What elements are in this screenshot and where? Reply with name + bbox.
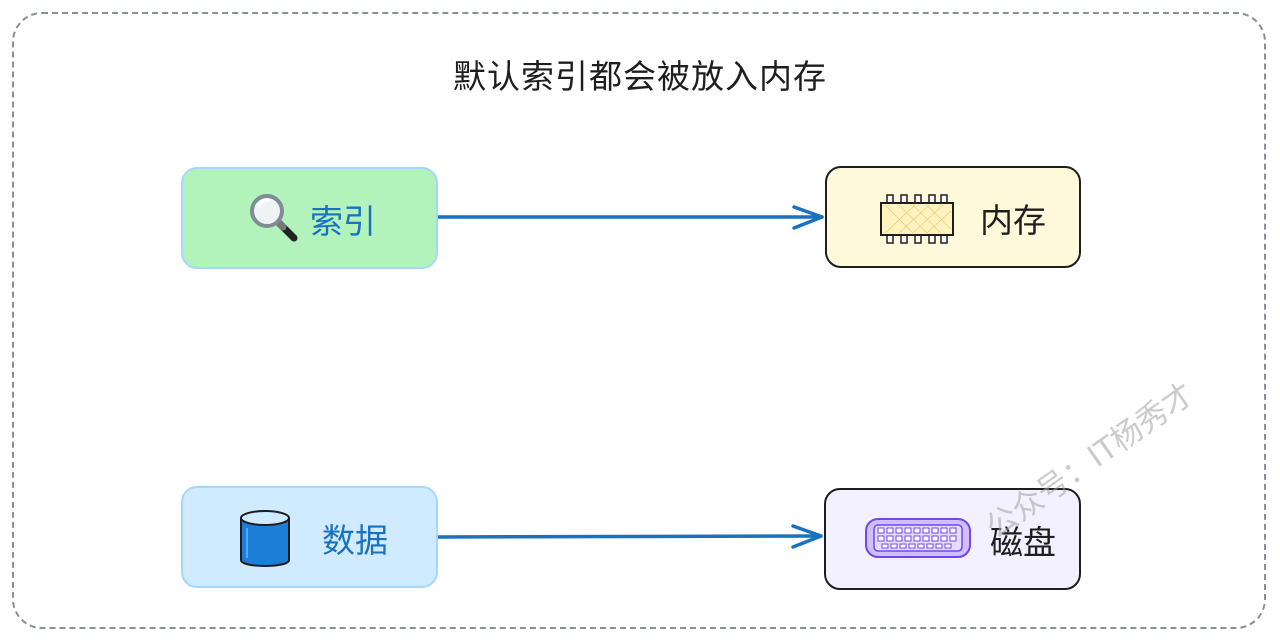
- node-index: 索引: [181, 167, 438, 269]
- dashed-frame: [12, 12, 1266, 629]
- arrow-data-to-disk: [436, 524, 823, 549]
- node-memory: 内存: [825, 166, 1081, 268]
- disk-drive-icon: [865, 518, 971, 558]
- arrow-index-to-memory: [436, 205, 824, 230]
- node-disk-label: 磁盘: [990, 523, 1056, 562]
- node-memory-label: 内存: [980, 201, 1046, 240]
- magnifier-icon: [250, 194, 298, 242]
- node-disk: 磁盘: [824, 488, 1081, 590]
- node-data: 数据: [181, 486, 438, 588]
- node-index-label: 索引: [310, 202, 376, 241]
- diagram-title: 默认索引都会被放入内存: [453, 57, 827, 96]
- node-data-label: 数据: [322, 521, 388, 560]
- memory-chip-icon: [880, 194, 954, 244]
- database-cylinder-icon: [240, 510, 290, 567]
